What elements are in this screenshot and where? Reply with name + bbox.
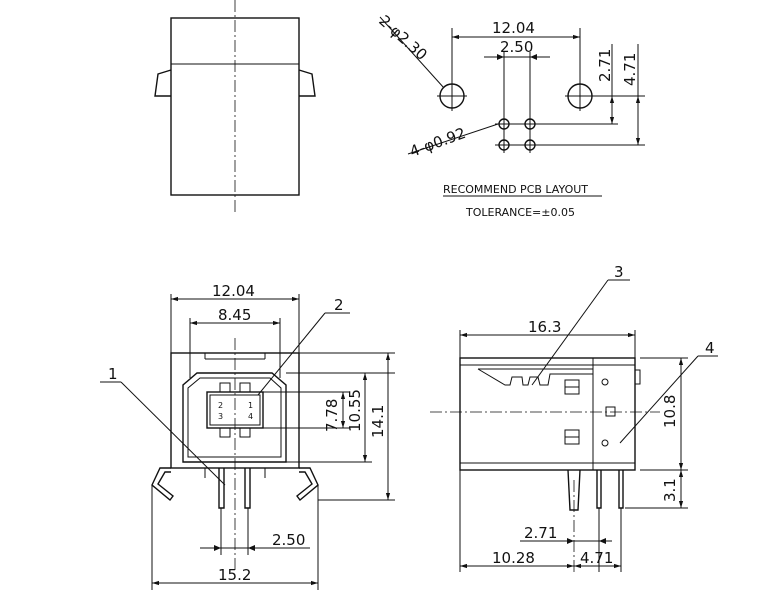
usb-b-socket xyxy=(182,372,287,463)
side-dim-height: 10.8 xyxy=(661,395,679,428)
pin-label-4: 4 xyxy=(248,412,253,421)
side-dim-pin: 3.1 xyxy=(661,478,679,502)
callout-3: 3 xyxy=(614,263,624,281)
side-dim-c: 4.71 xyxy=(580,549,613,567)
left-leg xyxy=(151,467,174,502)
pcb-layout-title: RECOMMEND PCB LAYOUT xyxy=(443,183,588,196)
hole-large-leader xyxy=(379,16,445,89)
hole-small-leader xyxy=(407,123,499,155)
front-dim-inner-width: 8.45 xyxy=(218,306,251,324)
front-dim-top-width: 12.04 xyxy=(212,282,255,300)
front-view: 2 1 3 4 12.04 8.45 7.78 10.55 xyxy=(100,282,395,590)
callout-4-leader xyxy=(619,355,699,444)
pcb-tolerance: TOLERANCE=±0.05 xyxy=(465,206,575,219)
pin-label-3: 3 xyxy=(218,412,223,421)
front-dim-h3: 14.1 xyxy=(369,405,387,438)
pcb-dim-v1: 2.71 xyxy=(596,49,614,82)
right-leg xyxy=(296,467,319,502)
front-dim-pitch: 2.50 xyxy=(272,531,305,549)
pcb-hole-large-label: 2-φ2.30 xyxy=(375,12,430,64)
callout-3-leader xyxy=(531,279,609,386)
pcb-dim-pitch: 2.50 xyxy=(500,38,533,56)
side-view: 16.3 10.8 3.1 2.71 10.28 4.71 3 4 xyxy=(430,263,718,572)
pin-label-2: 2 xyxy=(218,401,223,410)
signal-holes xyxy=(495,116,540,153)
callout-2-leader xyxy=(257,312,326,396)
pcb-dim-width: 12.04 xyxy=(492,19,535,37)
pcb-dim-v2: 4.71 xyxy=(621,53,639,86)
top-view-right-tab xyxy=(298,69,316,97)
side-dim-a: 2.71 xyxy=(524,524,557,542)
side-view-body xyxy=(459,357,636,471)
pcb-hole-small-label: 4-φ0.92 xyxy=(407,124,468,161)
front-dim-h2: 10.55 xyxy=(346,389,364,432)
front-dim-h1: 7.78 xyxy=(323,399,341,432)
callout-2: 2 xyxy=(334,296,344,314)
side-view-profile xyxy=(477,368,593,386)
top-view-left-tab xyxy=(154,69,172,97)
callout-1-leader xyxy=(120,381,226,486)
pin-label-1: 1 xyxy=(248,401,253,410)
front-dim-base: 15.2 xyxy=(218,566,251,584)
callout-1: 1 xyxy=(108,365,118,383)
top-view xyxy=(154,0,316,214)
pcb-layout: 12.04 2.50 2.71 4.71 2-φ2.30 4-φ0.92 REC… xyxy=(375,12,645,219)
side-dim-b: 10.28 xyxy=(492,549,535,567)
side-dim-length: 16.3 xyxy=(528,318,561,336)
callout-4: 4 xyxy=(705,339,715,357)
